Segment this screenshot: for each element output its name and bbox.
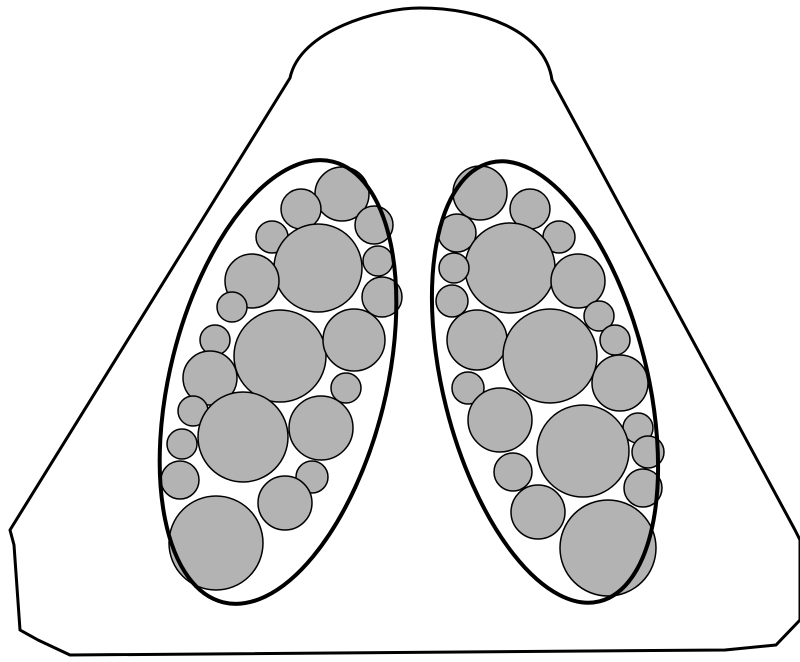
- right-circle: [436, 285, 468, 317]
- right-circle: [465, 223, 555, 313]
- left-circle: [161, 461, 199, 499]
- left-circle: [289, 396, 353, 460]
- left-circle: [198, 392, 288, 482]
- right-circle: [551, 254, 605, 308]
- right-circle: [511, 485, 565, 539]
- left-circle: [363, 246, 393, 276]
- right-circle: [468, 388, 532, 452]
- right-circle: [560, 500, 656, 596]
- left-circle: [323, 309, 385, 371]
- left-circle: [217, 292, 247, 322]
- right-circle: [600, 325, 630, 355]
- right-circle: [537, 405, 629, 497]
- left-circle: [331, 373, 361, 403]
- left-circle: [169, 496, 263, 590]
- left-circle: [281, 189, 321, 229]
- left-circle: [274, 224, 362, 312]
- right-circle: [503, 309, 597, 403]
- right-circle: [494, 453, 532, 491]
- right-circle: [453, 166, 507, 220]
- right-circle: [447, 310, 507, 370]
- right-circle: [592, 355, 648, 411]
- left-circle: [167, 429, 197, 459]
- right-circle-cluster: [436, 166, 664, 596]
- right-circle: [439, 253, 469, 283]
- left-circle: [200, 325, 230, 355]
- left-circle: [234, 310, 326, 402]
- left-circle: [258, 476, 312, 530]
- outer-shape: [10, 8, 800, 655]
